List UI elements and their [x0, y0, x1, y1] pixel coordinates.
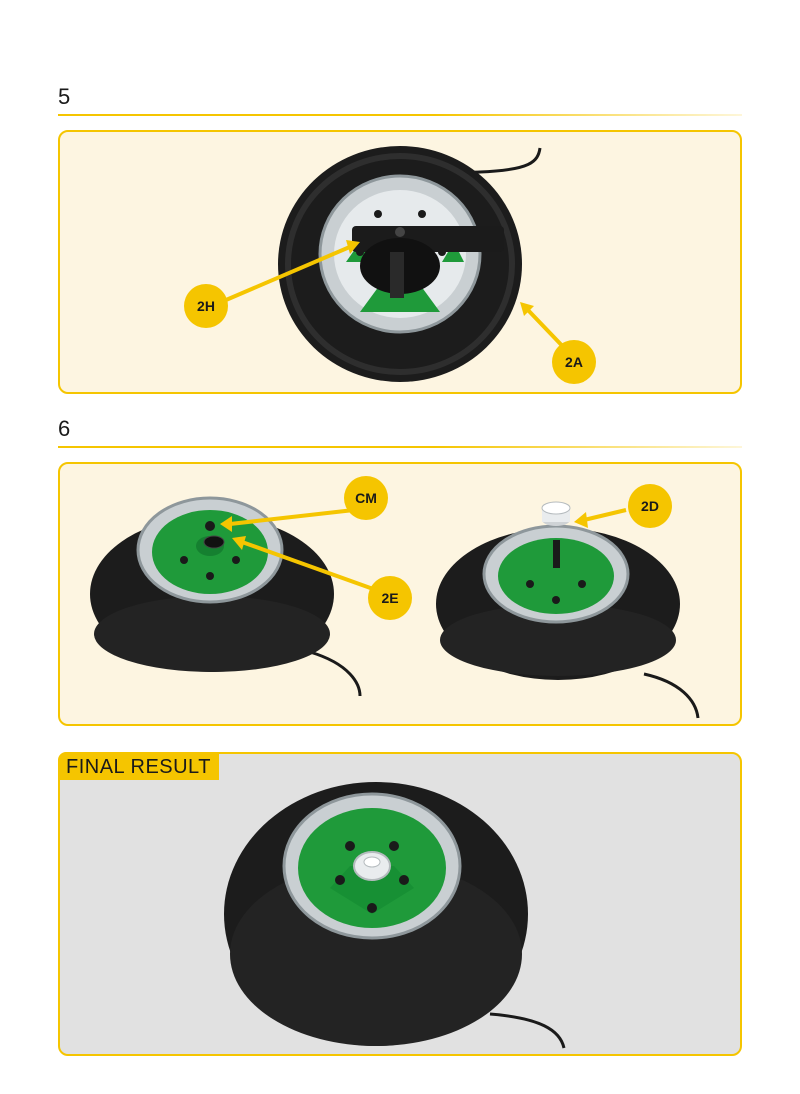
callout-2e: 2E [381, 590, 398, 606]
callout-circle [552, 340, 596, 384]
wheel-illustration-final [224, 782, 566, 1049]
step-number: 5 [58, 84, 71, 109]
arrow-cm [229, 508, 355, 526]
arrow-2e [241, 540, 377, 592]
rim-right [498, 538, 614, 614]
final-result-panel [58, 752, 742, 1056]
arrow-2h [225, 244, 353, 302]
callout-2a: 2A [565, 354, 583, 370]
wheel-illustration-step-6: CM 2E 2D [90, 476, 700, 719]
step-number: 6 [58, 416, 71, 441]
arrow-2d [583, 508, 627, 522]
step-5-panel: 2H 2A [58, 130, 742, 394]
step-divider [58, 114, 742, 116]
wheel-illustration-step-5: 2H 2A [184, 146, 596, 384]
step-divider [58, 446, 742, 448]
callout-2h: 2H [197, 298, 215, 314]
step-6-panel: CM 2E 2D [58, 462, 742, 726]
final-result-label: FINAL RESULT [58, 752, 219, 780]
callout-2d: 2D [641, 498, 659, 514]
callout-circle [184, 284, 228, 328]
callout-cm: CM [355, 490, 377, 506]
